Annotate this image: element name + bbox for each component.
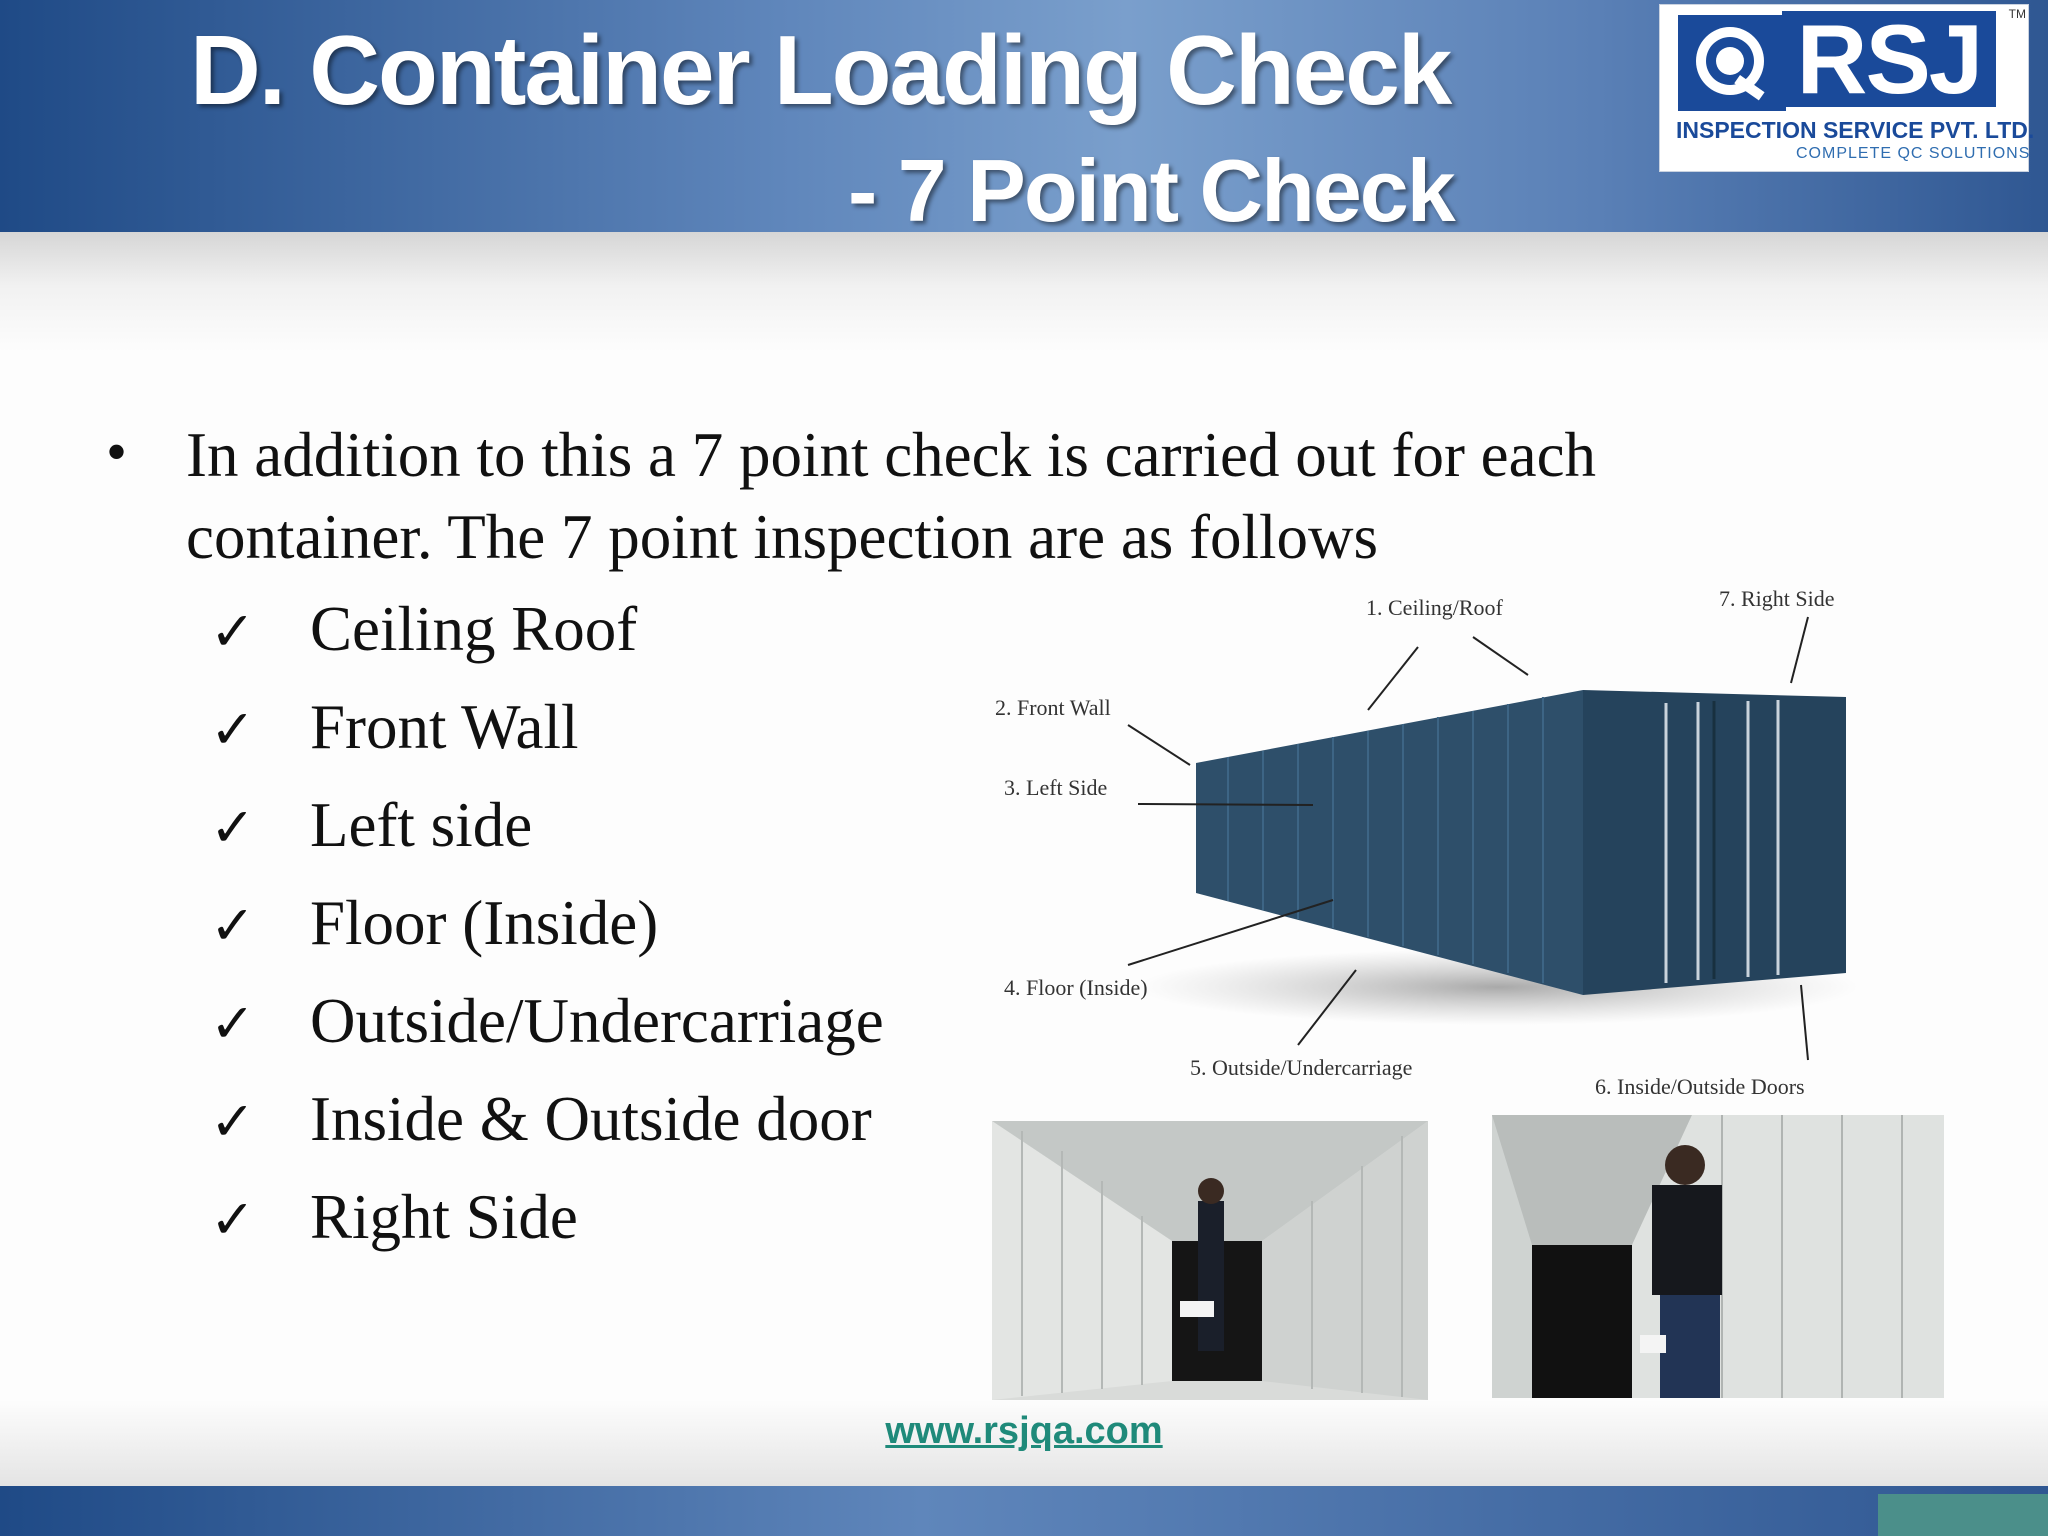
check-icon: ✓ (210, 796, 256, 859)
logo-tagline: COMPLETE QC SOLUTIONS (1796, 145, 2031, 162)
intro-paragraph: In addition to this a 7 point check is c… (186, 420, 1597, 572)
checklist-item: ✓ Ceiling Roof (210, 590, 884, 688)
check-icon: ✓ (210, 992, 256, 1055)
checklist-item: ✓ Front Wall (210, 688, 884, 786)
container-diagram: 1. Ceiling/Roof 2. Front Wall 3. Left Si… (978, 575, 1948, 1105)
diagram-label-undercarriage: 5. Outside/Undercarriage (1190, 1055, 1412, 1080)
slide-title-line-1: D. Container Loading Check (190, 15, 1452, 125)
logo-company-name: INSPECTION SERVICE PVT. LTD. (1676, 117, 2035, 143)
checklist-item: ✓ Floor (Inside) (210, 884, 884, 982)
checklist-label: Ceiling Roof (310, 594, 638, 664)
checklist-item: ✓ Outside/Undercarriage (210, 982, 884, 1080)
checklist-label: Outside/Undercarriage (310, 986, 884, 1056)
trademark-mark: TM (2008, 7, 2026, 21)
diagram-label-right-side: 7. Right Side (1719, 586, 1835, 611)
diagram-label-left-side: 3. Left Side (1004, 775, 1107, 800)
check-icon: ✓ (210, 1188, 256, 1251)
logo-q-icon (1678, 15, 1786, 111)
check-icon: ✓ (210, 894, 256, 957)
website-link[interactable]: www.rsjqa.com (885, 1410, 1163, 1452)
footer-accent-tab (1878, 1494, 2048, 1536)
shipping-container-illustration: 1. Ceiling/Roof 2. Front Wall 3. Left Si… (995, 586, 1858, 1099)
checklist-label: Inside & Outside door (310, 1084, 872, 1154)
inspection-photo-interior-left (992, 1121, 1428, 1400)
container-side-wall (1196, 690, 1583, 995)
checklist-item: ✓ Left side (210, 786, 884, 884)
checklist-item: ✓ Right Side (210, 1178, 884, 1276)
checklist-label: Right Side (310, 1182, 578, 1252)
bullet-icon: • (106, 419, 128, 485)
check-icon: ✓ (210, 698, 256, 761)
checklist-label: Left side (310, 790, 533, 860)
check-icon: ✓ (210, 600, 256, 663)
checklist-label: Floor (Inside) (310, 888, 659, 958)
label-pointers (1127, 616, 1809, 1061)
checklist-label: Front Wall (310, 692, 579, 762)
diagram-label-doors: 6. Inside/Outside Doors (1595, 1074, 1805, 1099)
slide-title-line-2: - 7 Point Check (848, 141, 1456, 240)
footer-fade (0, 1400, 2048, 1486)
inspection-photo-interior-right (1492, 1115, 1944, 1398)
container-corrugation (1227, 697, 1544, 983)
diagram-label-floor-inside: 4. Floor (Inside) (1004, 975, 1148, 1000)
inspection-checklist: ✓ Ceiling Roof ✓ Front Wall ✓ Left side ✓ Fl… (210, 590, 884, 1276)
logo-brand-text: RSJ (1782, 10, 1996, 108)
checklist-item: ✓ Inside & Outside door (210, 1080, 884, 1178)
diagram-label-ceiling-roof: 1. Ceiling/Roof (1366, 595, 1504, 620)
diagram-label-front-wall: 2. Front Wall (995, 695, 1111, 720)
check-icon: ✓ (210, 1090, 256, 1153)
header-fade (0, 232, 2048, 352)
footer-bar (0, 1486, 2048, 1536)
door-locking-bars (1664, 700, 1780, 983)
company-logo: TM RSJ INSPECTION SERVICE PVT. LTD. COMP… (1659, 4, 2034, 172)
